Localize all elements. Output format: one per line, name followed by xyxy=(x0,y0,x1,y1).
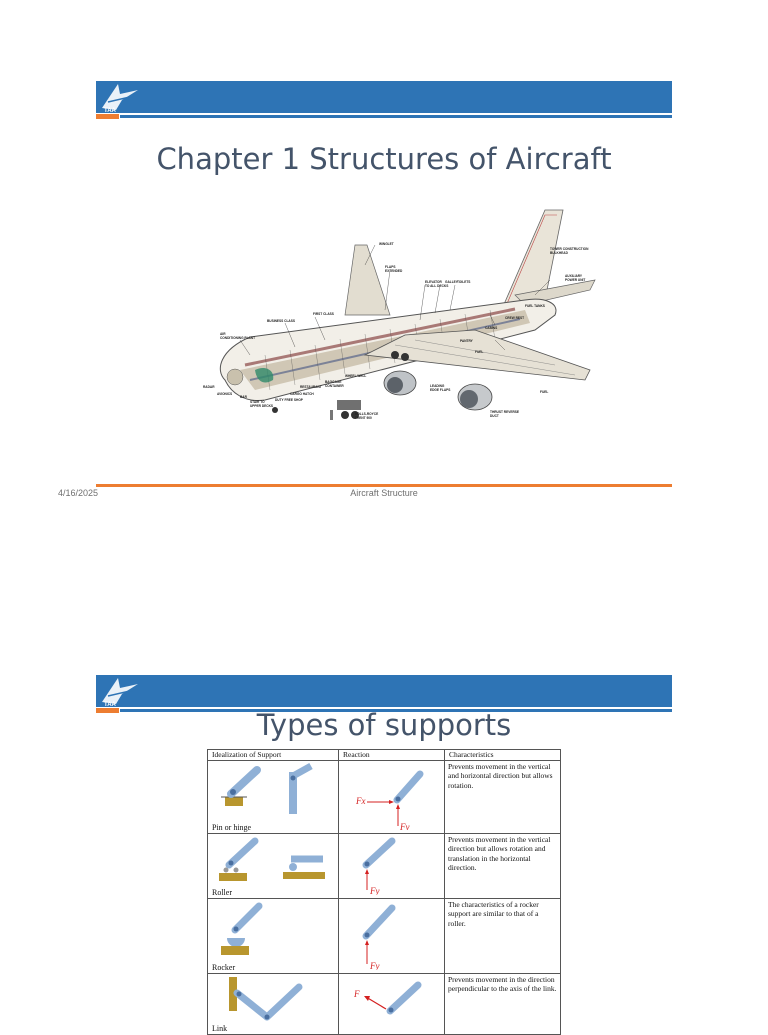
svg-text:FLAPS: FLAPS xyxy=(385,265,395,269)
svg-text:THRUST REVERSE: THRUST REVERSE xyxy=(490,410,519,414)
svg-text:WHEEL WELL: WHEEL WELL xyxy=(345,374,366,378)
idealization-cell: Roller xyxy=(207,833,339,899)
link-support-icon xyxy=(229,977,303,1021)
characteristics-cell: Prevents movement in the vertical direct… xyxy=(444,833,561,899)
header-rule xyxy=(120,115,672,118)
reaction-label: F xyxy=(353,989,360,999)
svg-text:ELEVATOR: ELEVATOR xyxy=(425,280,443,284)
characteristics-cell: The characteristics of a rocker support … xyxy=(444,898,561,974)
idealization-cell: Rocker xyxy=(207,898,339,974)
svg-text:LEADING: LEADING xyxy=(430,384,445,388)
svg-text:CONDITIONING PLANT: CONDITIONING PLANT xyxy=(220,336,255,340)
header-band xyxy=(96,675,672,707)
svg-text:UPPER DECKS: UPPER DECKS xyxy=(250,404,273,408)
support-name: Link xyxy=(212,1024,228,1033)
reaction-cell: Fy xyxy=(338,833,445,899)
svg-text:EDGE FLAPS: EDGE FLAPS xyxy=(430,388,450,392)
reaction-label: Fy xyxy=(369,886,380,895)
svg-text:ROLLS-ROYCE: ROLLS-ROYCE xyxy=(355,412,378,416)
svg-text:CARGO HATCH: CARGO HATCH xyxy=(290,392,314,396)
table-header-row: Idealization of Support Reaction Charact… xyxy=(207,749,561,761)
svg-text:CABINS: CABINS xyxy=(485,326,497,330)
rocker-reaction-icon: Fy xyxy=(362,904,396,971)
svg-text:TO ALL DECKS: TO ALL DECKS xyxy=(425,284,448,288)
supports-table: Idealization of Support Reaction Charact… xyxy=(207,749,561,1035)
svg-text:FUEL: FUEL xyxy=(475,350,483,354)
svg-text:WINGLET: WINGLET xyxy=(379,242,394,246)
reaction-label: Fy xyxy=(399,822,410,830)
reaction-cell: Fy xyxy=(338,898,445,974)
footer-center: Aircraft Structure xyxy=(350,488,418,498)
roller-support-icon xyxy=(219,837,325,881)
svg-text:CONTAINER: CONTAINER xyxy=(325,384,344,388)
header-accent xyxy=(96,708,119,713)
header-band xyxy=(96,81,672,113)
slide-1-title: Chapter 1 Structures of Aircraft xyxy=(156,142,612,176)
rocker-support-icon xyxy=(221,902,263,955)
svg-text:RESTAURANT: RESTAURANT xyxy=(300,385,322,389)
reaction-cell: F xyxy=(338,973,445,1035)
svg-text:BUSINESS CLASS: BUSINESS CLASS xyxy=(267,319,295,323)
svg-text:FUEL TANKS: FUEL TANKS xyxy=(525,304,545,308)
svg-text:EXTENDED: EXTENDED xyxy=(385,269,403,273)
reaction-label: Fx xyxy=(355,796,366,806)
svg-text:POWER UNIT: POWER UNIT xyxy=(565,278,585,282)
svg-text:BULKHEAD: BULKHEAD xyxy=(550,251,569,255)
svg-text:FUEL: FUEL xyxy=(540,390,548,394)
aircraft-cutaway-diagram: WINGLET FLAPS EXTENDED ELEVATOR TO ALL D… xyxy=(203,209,596,420)
table-row: Pin or hinge Fx Fy Prevents movement in … xyxy=(207,760,561,834)
reaction-cell: Fx Fy xyxy=(338,760,445,834)
table-header: Idealization of Support xyxy=(207,749,339,761)
table-row: Rocker Fy The characteristics of a rocke… xyxy=(207,898,561,974)
support-name: Rocker xyxy=(212,963,236,972)
logo-text: TAA xyxy=(104,702,117,708)
svg-text:FIRST CLASS: FIRST CLASS xyxy=(313,312,334,316)
logo-text: TAA xyxy=(104,108,117,114)
svg-text:TOILETS: TOILETS xyxy=(457,280,470,284)
svg-text:BAGGAGE: BAGGAGE xyxy=(325,380,341,384)
pin-support-icon xyxy=(221,762,313,814)
svg-text:RADAR: RADAR xyxy=(203,385,215,389)
support-name: Roller xyxy=(212,888,232,897)
footer-rule xyxy=(96,484,672,487)
svg-text:AVIONICS: AVIONICS xyxy=(217,392,232,396)
svg-text:DUTY FREE SHOP: DUTY FREE SHOP xyxy=(275,398,304,402)
table-row: Link F Prevents movement in the directio… xyxy=(207,973,561,1035)
characteristics-cell: Prevents movement in the direction perpe… xyxy=(444,973,561,1035)
table-row: Roller Fy Prevents movement in the verti… xyxy=(207,833,561,899)
table-header: Reaction xyxy=(338,749,445,761)
header-rule xyxy=(120,709,672,712)
svg-text:PANTRY: PANTRY xyxy=(460,339,474,343)
svg-text:STAIR TO: STAIR TO xyxy=(250,400,265,404)
taa-logo-icon: TAA xyxy=(102,678,138,708)
svg-text:DUCT: DUCT xyxy=(490,414,499,418)
svg-text:GALLEY: GALLEY xyxy=(445,280,459,284)
reaction-label: Fy xyxy=(369,961,380,970)
taa-logo-icon: TAA xyxy=(102,84,138,114)
roller-reaction-icon: Fy xyxy=(362,837,396,896)
svg-text:TRENT 900: TRENT 900 xyxy=(355,416,372,420)
idealization-cell: Pin or hinge xyxy=(207,760,339,834)
header-accent xyxy=(96,114,119,119)
support-name: Pin or hinge xyxy=(212,823,252,832)
table-header: Characteristics xyxy=(444,749,561,761)
slide-2-title: Types of supports xyxy=(256,708,512,742)
characteristics-cell: Prevents movement in the vertical and ho… xyxy=(444,760,561,834)
svg-text:AUXILIARY: AUXILIARY xyxy=(565,274,583,278)
pin-reaction-icon: Fx Fy xyxy=(355,770,424,832)
idealization-cell: Link xyxy=(207,973,339,1035)
svg-text:CREW REST: CREW REST xyxy=(505,316,524,320)
svg-text:BAR: BAR xyxy=(240,395,248,399)
footer-date: 4/16/2025 xyxy=(58,488,99,498)
svg-text:AIR: AIR xyxy=(220,332,226,336)
link-reaction-icon: F xyxy=(353,981,422,1015)
svg-text:TOWER CONSTRUCTION: TOWER CONSTRUCTION xyxy=(550,247,589,251)
